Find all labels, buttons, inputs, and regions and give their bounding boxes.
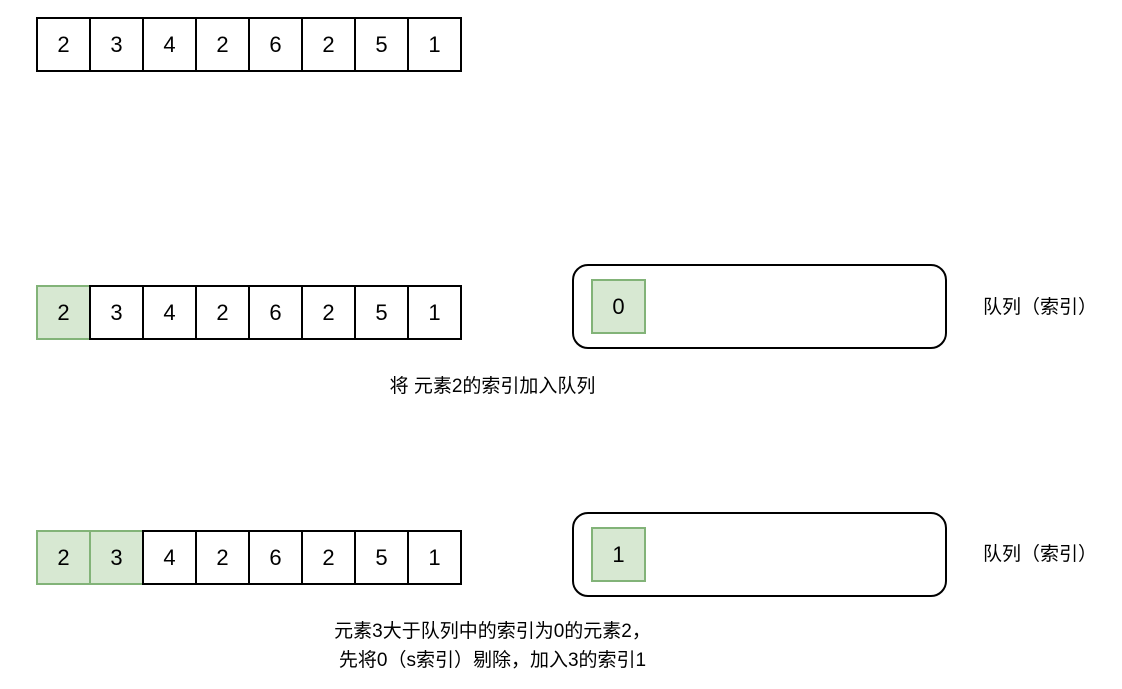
queue-box-step-pop-push-index-1: 1 xyxy=(572,512,947,597)
caption-step-pop-push-index-1: 元素3大于队列中的索引为0的元素2， 先将0（s索引）剔除，加入3的索引1 xyxy=(334,621,651,672)
array-cell: 5 xyxy=(354,17,409,72)
array-cell-highlighted: 2 xyxy=(36,285,91,340)
queue-item: 0 xyxy=(591,279,646,334)
array-cell-highlighted: 2 xyxy=(36,530,91,585)
array-cell: 6 xyxy=(248,530,303,585)
array-row-step-pop-push-index-1: 2 3 4 2 6 2 5 1 xyxy=(36,530,462,585)
array-cell-highlighted: 3 xyxy=(89,530,144,585)
queue-box-step-push-index-0: 0 xyxy=(572,264,947,349)
array-cell: 1 xyxy=(407,285,462,340)
array-cell: 5 xyxy=(354,530,409,585)
array-cell: 1 xyxy=(407,17,462,72)
array-cell: 2 xyxy=(301,17,356,72)
array-row-initial: 2 3 4 2 6 2 5 1 xyxy=(36,17,462,72)
array-cell: 2 xyxy=(301,285,356,340)
array-cell: 2 xyxy=(36,17,91,72)
array-row-step-push-index-0: 2 3 4 2 6 2 5 1 xyxy=(36,285,462,340)
array-cell: 2 xyxy=(195,285,250,340)
queue-item: 1 xyxy=(591,527,646,582)
array-cell: 4 xyxy=(142,285,197,340)
array-cell: 4 xyxy=(142,17,197,72)
array-cell: 2 xyxy=(195,530,250,585)
array-cell: 5 xyxy=(354,285,409,340)
array-cell: 4 xyxy=(142,530,197,585)
array-cell: 3 xyxy=(89,17,144,72)
queue-label-step-pop-push-index-1: 队列（索引） xyxy=(983,544,1098,565)
array-cell: 2 xyxy=(195,17,250,72)
array-cell: 3 xyxy=(89,285,144,340)
array-cell: 1 xyxy=(407,530,462,585)
queue-label-step-push-index-0: 队列（索引） xyxy=(983,297,1098,318)
array-cell: 6 xyxy=(248,285,303,340)
caption-step-push-index-0: 将 元素2的索引加入队列 xyxy=(389,376,596,397)
array-cell: 6 xyxy=(248,17,303,72)
array-cell: 2 xyxy=(301,530,356,585)
